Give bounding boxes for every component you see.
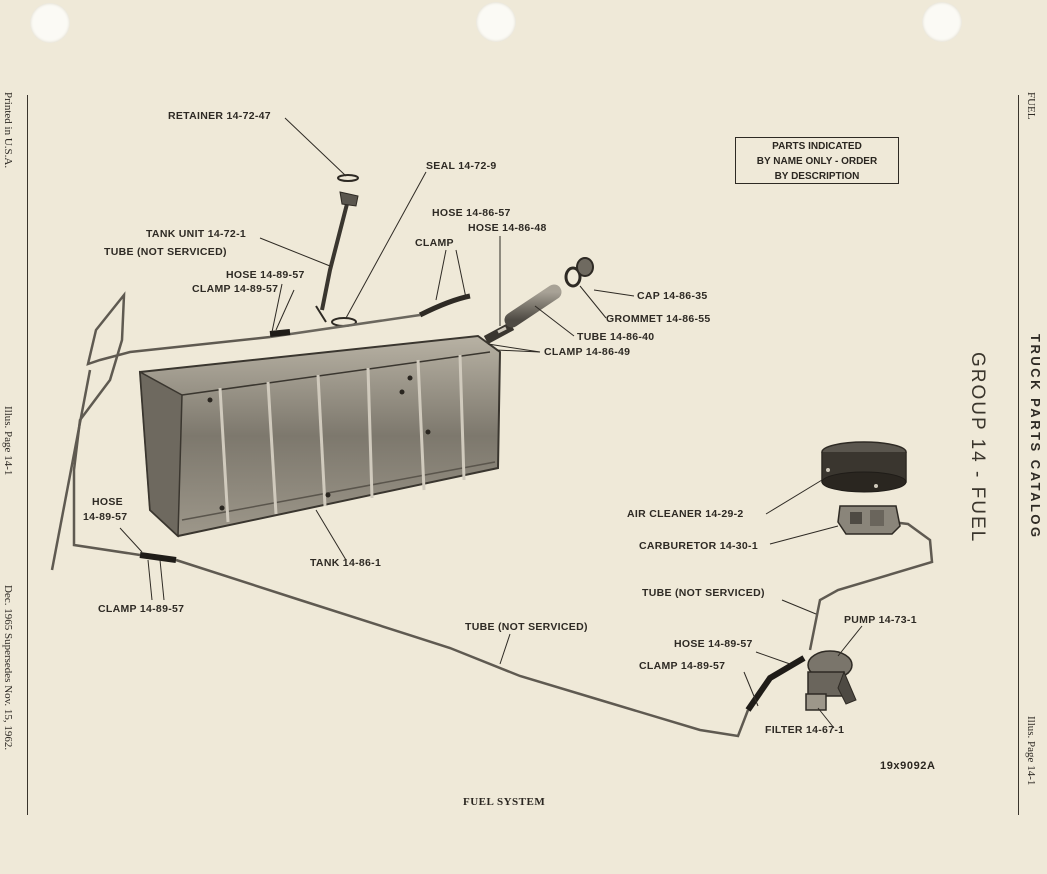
carburetor (837, 505, 901, 535)
fuel-tank (138, 334, 502, 538)
leader-lines (119, 117, 863, 729)
label-filter: FILTER 14-67-1 (765, 724, 845, 736)
notice-line-2: BY NAME ONLY - ORDER (756, 156, 878, 167)
label-tube-not-serviced-2: TUBE (NOT SERVICED) (642, 587, 765, 599)
label-clamp-left: CLAMP 14-89-57 (98, 603, 185, 615)
label-clamp-89-57-bottom: CLAMP 14-89-57 (639, 660, 726, 672)
label-clamp-89-57-top: CLAMP 14-89-57 (192, 283, 279, 295)
left-margin-rule (27, 95, 28, 815)
notice-line-3: BY DESCRIPTION (774, 171, 860, 182)
label-clamp-top: CLAMP (415, 237, 454, 249)
fuel-line (50, 291, 750, 738)
figure-id: 19x9092A (880, 760, 936, 772)
figure-caption: FUEL SYSTEM (463, 796, 546, 808)
label-hose-86-48: HOSE 14-86-48 (468, 222, 547, 234)
label-hose-89-57-top: HOSE 14-89-57 (226, 269, 305, 281)
label-tube-not-serviced-3: TUBE (NOT SERVICED) (465, 621, 588, 633)
notice-line-1: PARTS INDICATED (772, 141, 862, 152)
label-air-cleaner: AIR CLEANER 14-29-2 (627, 508, 744, 520)
label-tank: TANK 14-86-1 (310, 557, 382, 569)
label-hose-89-57-bottom: HOSE 14-89-57 (674, 638, 753, 650)
fuel-pump (805, 650, 857, 711)
pump-to-carb-line (808, 520, 934, 651)
label-retainer: RETAINER 14-72-47 (168, 110, 271, 122)
label-cap: CAP 14-86-35 (637, 290, 708, 302)
tank-unit (315, 174, 359, 327)
label-seal: SEAL 14-72-9 (426, 160, 497, 172)
label-hose-left-1: HOSE (92, 496, 123, 508)
parts-notice-box: PARTS INDICATED BY NAME ONLY - ORDER BY … (735, 137, 899, 184)
air-cleaner (821, 441, 907, 493)
label-tube-not-serviced-1: TUBE (NOT SERVICED) (104, 246, 227, 258)
right-margin-rule (1018, 95, 1019, 815)
filler-assembly (483, 257, 594, 344)
vent-hose (418, 293, 471, 318)
label-tube-86-40: TUBE 14-86-40 (577, 331, 655, 343)
label-pump: PUMP 14-73-1 (844, 614, 917, 626)
vent-tube (269, 313, 421, 339)
label-clamp-86-49: CLAMP 14-86-49 (544, 346, 631, 358)
binder-hole-center (476, 2, 516, 42)
label-grommet: GROMMET 14-86-55 (606, 313, 711, 325)
hose-top (269, 329, 291, 337)
label-carburetor: CARBURETOR 14-30-1 (639, 540, 758, 552)
binder-hole-right (922, 2, 962, 42)
label-hose-86-57: HOSE 14-86-57 (432, 207, 511, 219)
hose-left (139, 552, 177, 563)
label-tank-unit: TANK UNIT 14-72-1 (146, 228, 247, 240)
label-hose-left-2: 14-89-57 (83, 511, 128, 523)
binder-hole-left (30, 3, 70, 43)
